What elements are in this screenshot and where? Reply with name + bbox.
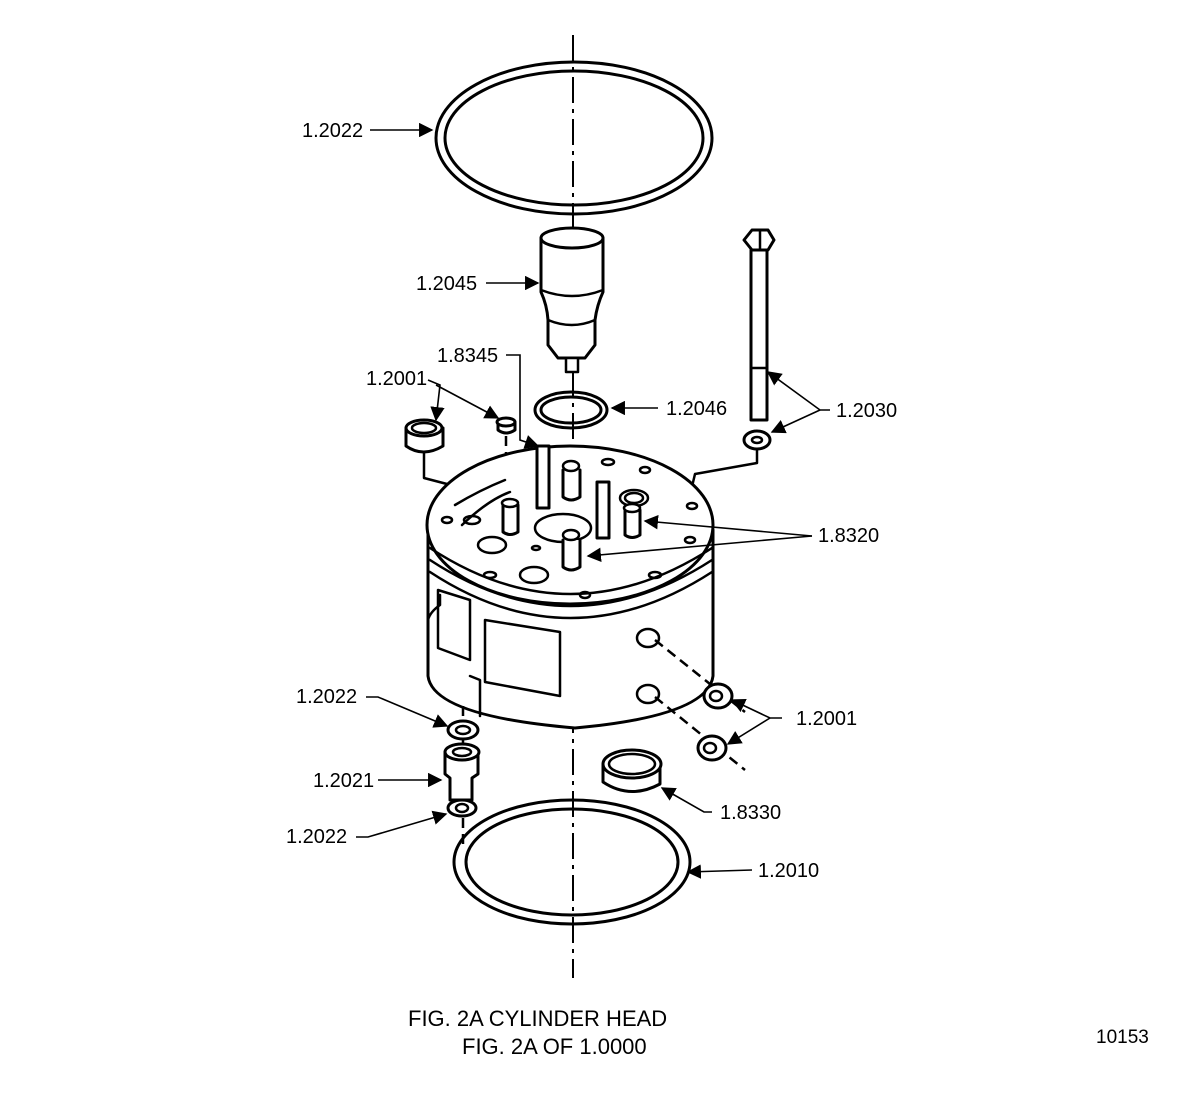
upper-washer xyxy=(446,719,480,741)
injector-seal-ring xyxy=(533,390,609,430)
label-dowel-pins: 1.8320 xyxy=(818,525,879,547)
lower-washer xyxy=(446,798,478,818)
cylinder-head-body xyxy=(425,444,715,730)
top-plug-large xyxy=(404,418,445,454)
label-lower-washer: 1.2022 xyxy=(286,826,347,848)
label-ring-sleeve: 1.8330 xyxy=(720,802,781,824)
bottom-ring xyxy=(452,798,692,926)
side-plug-upper xyxy=(702,682,734,710)
leader-lines xyxy=(356,122,830,879)
label-fitting: 1.2021 xyxy=(313,770,374,792)
label-upper-washer: 1.2022 xyxy=(296,686,357,708)
drawing-number: 10153 xyxy=(1096,1027,1149,1048)
label-injector: 1.2045 xyxy=(416,273,477,295)
ring-sleeve xyxy=(601,748,663,793)
label-stud-pin: 1.8345 xyxy=(437,345,498,367)
side-plug-lower xyxy=(696,734,728,762)
top-plug-small xyxy=(495,416,517,435)
top-o-ring xyxy=(434,60,714,216)
label-top-plugs: 1.2001 xyxy=(366,368,427,390)
label-bolt-washer: 1.2030 xyxy=(836,400,897,422)
figure-caption-line1: FIG. 2A CYLINDER HEAD xyxy=(408,1006,667,1031)
label-bottom-ring: 1.2010 xyxy=(758,860,819,882)
label-top-o-ring: 1.2022 xyxy=(302,120,363,142)
bolt-washer xyxy=(742,429,772,451)
injector-part xyxy=(539,226,605,374)
label-injector-seal: 1.2046 xyxy=(666,398,727,420)
hex-bolt xyxy=(742,228,776,422)
label-side-plugs: 1.2001 xyxy=(796,708,857,730)
fitting-part xyxy=(443,742,481,802)
figure-caption-line2: FIG. 2A OF 1.0000 xyxy=(462,1034,647,1059)
